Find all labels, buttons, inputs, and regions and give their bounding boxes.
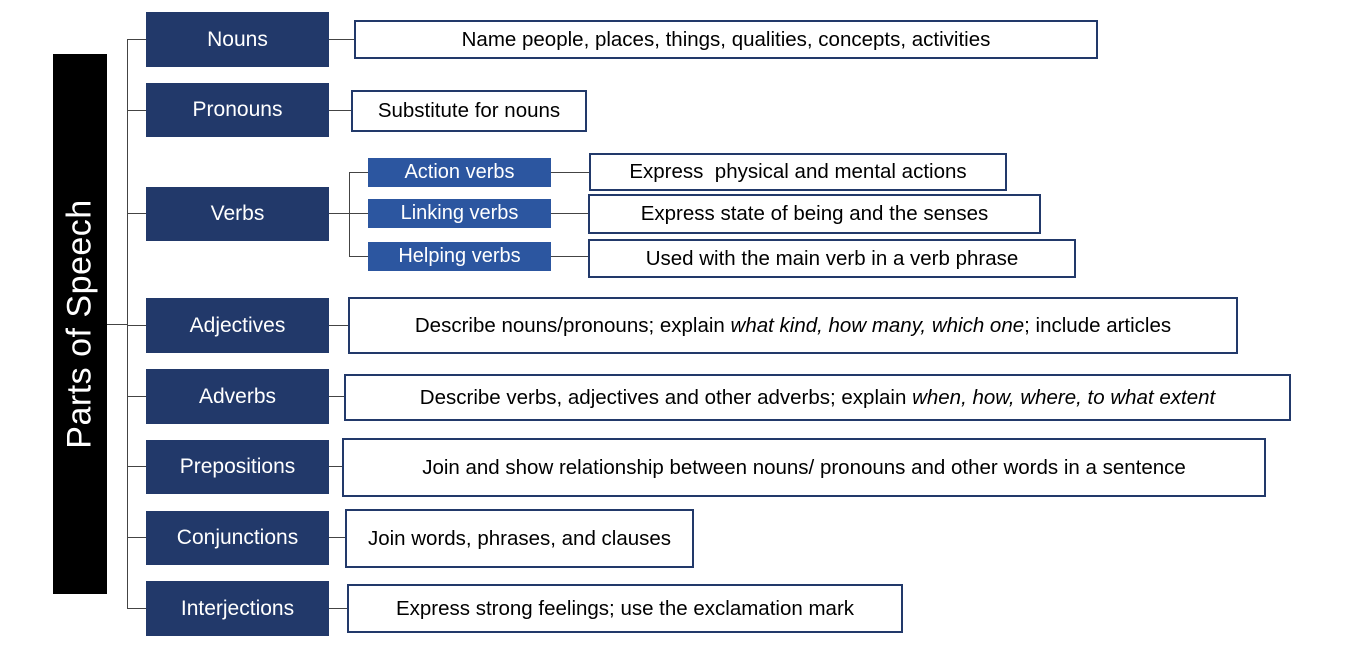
description-nouns: Name people, places, things, qualities, …: [354, 20, 1098, 59]
description-text: Describe nouns/pronouns; explain what ki…: [415, 314, 1171, 338]
branch-line: [127, 110, 146, 111]
category-label: Interjections: [180, 596, 295, 620]
verb-branch-line: [349, 213, 368, 214]
branch-line: [127, 325, 146, 326]
description-emphasis: when, how, where, to what extent: [912, 385, 1216, 409]
desc-connector: [551, 172, 590, 173]
desc-connector: [329, 537, 345, 538]
verb-branch-line: [349, 172, 368, 173]
description-text: Join words, phrases, and clauses: [367, 526, 672, 550]
category-verbs: Verbs: [146, 187, 329, 241]
category-pronouns: Pronouns: [146, 83, 329, 137]
desc-connector: [329, 396, 344, 397]
category-label: Nouns: [207, 27, 268, 51]
desc-connector: [329, 325, 348, 326]
category-label: Adjectives: [189, 313, 286, 337]
category-conjunctions: Conjunctions: [146, 511, 329, 565]
description-action-verbs: Express physical and mental actions: [589, 153, 1007, 191]
description-text-part: Describe nouns/pronouns; explain: [414, 313, 731, 337]
subtype-label: Linking verbs: [400, 202, 519, 224]
description-pronouns: Substitute for nouns: [351, 90, 587, 132]
description-text-part: Describe verbs, adjectives and other adv…: [419, 385, 913, 409]
description-emphasis: what kind, how many, which one: [730, 313, 1025, 337]
description-text: Express physical and mental actions: [629, 160, 967, 183]
description-interjections: Express strong feelings; use the exclama…: [347, 584, 903, 633]
description-text: Describe verbs, adjectives and other adv…: [420, 386, 1215, 410]
subtype-label: Action verbs: [404, 161, 515, 183]
category-adjectives: Adjectives: [146, 298, 329, 353]
subtype-linking-verbs: Linking verbs: [368, 199, 551, 228]
desc-connector: [551, 256, 588, 257]
root-connector: [107, 324, 128, 325]
description-linking-verbs: Express state of being and the senses: [588, 194, 1041, 234]
category-interjections: Interjections: [146, 581, 329, 636]
subtype-action-verbs: Action verbs: [368, 158, 551, 187]
description-text: Name people, places, things, qualities, …: [461, 27, 991, 51]
desc-connector: [329, 608, 347, 609]
category-adverbs: Adverbs: [146, 369, 329, 424]
description-prepositions: Join and show relationship between nouns…: [342, 438, 1266, 497]
description-text: Used with the main verb in a verb phrase: [645, 246, 1019, 270]
description-text: Substitute for nouns: [377, 99, 561, 122]
root-box: Parts of Speech: [53, 54, 107, 594]
category-label: Adverbs: [198, 384, 277, 408]
verb-branch-line: [349, 256, 368, 257]
desc-connector: [329, 39, 355, 40]
description-helping-verbs: Used with the main verb in a verb phrase: [588, 239, 1076, 278]
description-text-part: ; include articles: [1024, 313, 1172, 337]
branch-line: [127, 39, 146, 40]
trunk-line: [127, 39, 128, 608]
description-text: Join and show relationship between nouns…: [422, 455, 1186, 479]
verb-branch-line: [349, 172, 350, 257]
branch-line: [127, 608, 146, 609]
desc-connector: [329, 466, 342, 467]
desc-connector: [329, 110, 352, 111]
branch-line: [127, 466, 146, 467]
description-adverbs: Describe verbs, adjectives and other adv…: [344, 374, 1291, 421]
branch-line: [127, 396, 146, 397]
description-text: Express strong feelings; use the exclama…: [395, 596, 855, 620]
branch-line: [127, 537, 146, 538]
branch-line: [127, 213, 146, 214]
category-label: Conjunctions: [176, 526, 299, 549]
description-text: Express state of being and the senses: [640, 202, 989, 225]
category-label: Pronouns: [192, 98, 283, 121]
desc-connector: [551, 213, 588, 214]
verb-branch-connector: [329, 213, 349, 214]
category-nouns: Nouns: [146, 12, 329, 67]
description-conjunctions: Join words, phrases, and clauses: [345, 509, 694, 568]
category-label: Verbs: [210, 202, 265, 225]
root-label: Parts of Speech: [60, 199, 99, 449]
category-prepositions: Prepositions: [146, 440, 329, 494]
subtype-label: Helping verbs: [398, 245, 521, 267]
category-label: Prepositions: [179, 455, 296, 478]
subtype-helping-verbs: Helping verbs: [368, 242, 551, 271]
description-adjectives: Describe nouns/pronouns; explain what ki…: [348, 297, 1238, 354]
